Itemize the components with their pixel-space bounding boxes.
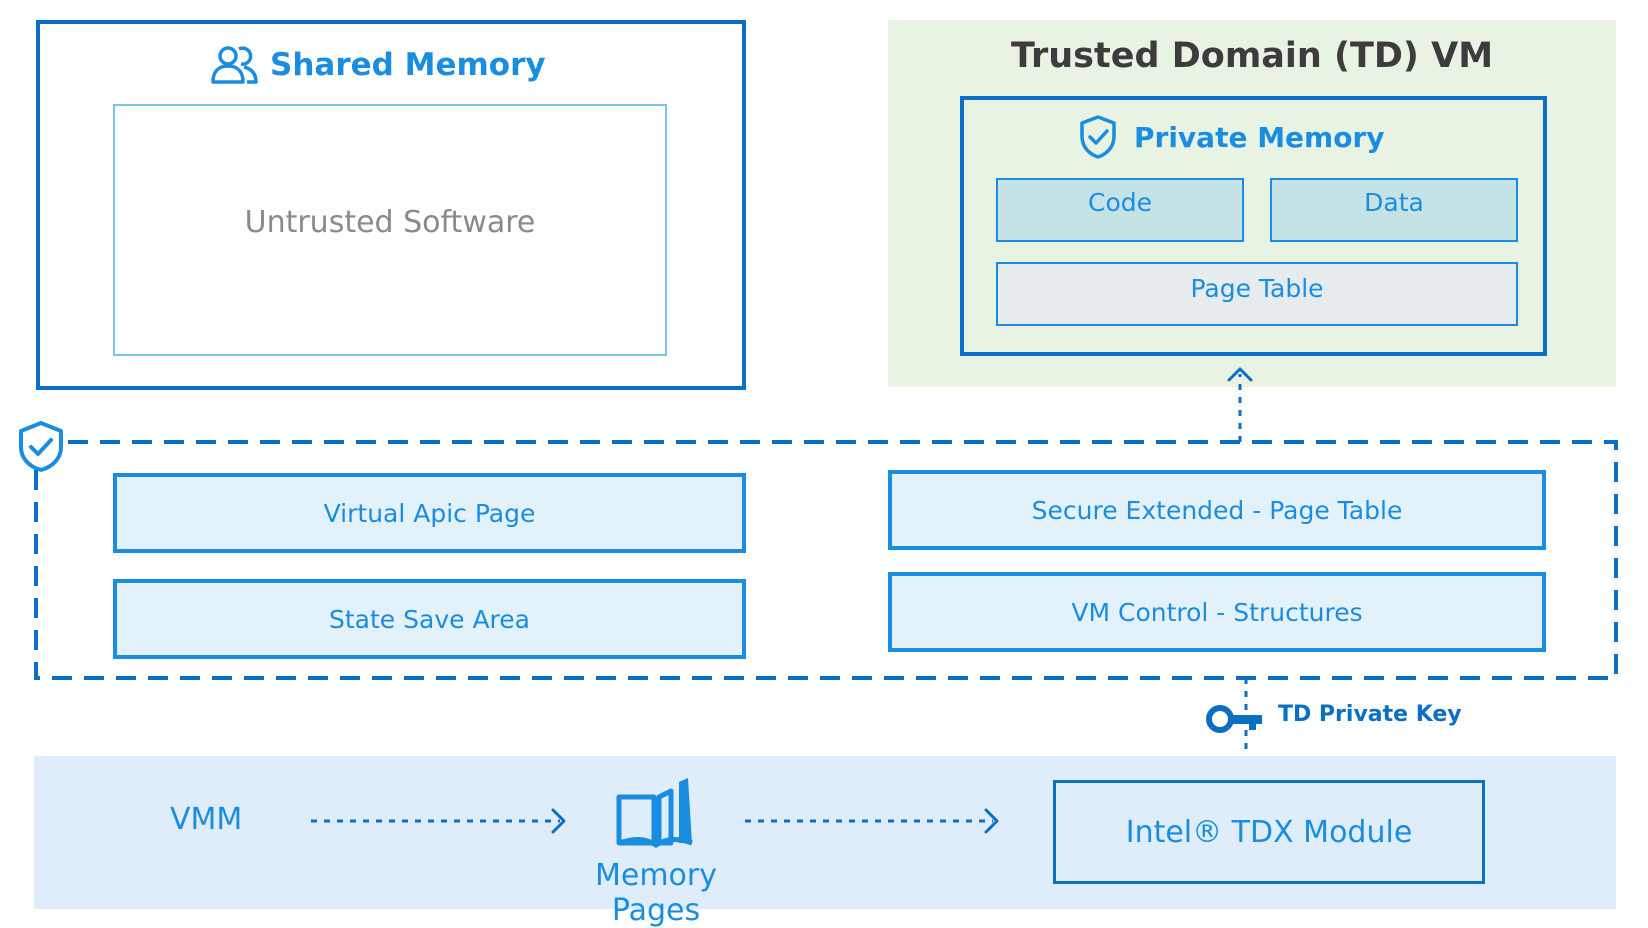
private-memory-label: Private Memory <box>1134 120 1385 154</box>
state-save-area-box: State Save Area <box>113 579 746 659</box>
virtual-apic-page-label: Virtual Apic Page <box>323 498 536 528</box>
page-table-block: Page Table <box>996 262 1518 326</box>
tdx-module-box: Intel® TDX Module <box>1053 780 1485 884</box>
secure-ept-label: Secure Extended - Page Table <box>1031 495 1403 525</box>
shared-memory-title: Shared Memory <box>210 40 610 90</box>
private-memory-title: Private Memory <box>1078 112 1408 162</box>
memory-pages-label: Memory Pages <box>594 858 717 928</box>
td-private-key-label: TD Private Key <box>1278 702 1462 727</box>
virtual-apic-page-box: Virtual Apic Page <box>113 473 746 553</box>
code-block: Code <box>996 178 1244 242</box>
key-icon <box>1206 705 1262 733</box>
state-save-area-label: State Save Area <box>329 604 530 634</box>
vm-control-structures-box: VM Control - Structures <box>888 572 1546 652</box>
shared-memory-label: Shared Memory <box>270 47 546 83</box>
td-vm-title: Trusted Domain (TD) VM <box>1010 36 1494 76</box>
shield-check-icon <box>19 421 63 472</box>
secure-ept-box: Secure Extended - Page Table <box>888 470 1546 550</box>
users-icon <box>211 46 258 84</box>
vm-control-structures-label: VM Control - Structures <box>1071 597 1363 627</box>
data-block: Data <box>1270 178 1518 242</box>
shield-check-icon <box>1080 115 1116 159</box>
page-table-label: Page Table <box>1190 274 1324 303</box>
vmm-label: VMM <box>170 802 243 837</box>
untrusted-software-label: Untrusted Software <box>244 205 536 240</box>
tdx-module-label: Intel® TDX Module <box>1125 814 1413 850</box>
data-label: Data <box>1364 188 1424 217</box>
code-label: Code <box>1087 188 1152 217</box>
untrusted-software-box: Untrusted Software <box>113 104 667 356</box>
